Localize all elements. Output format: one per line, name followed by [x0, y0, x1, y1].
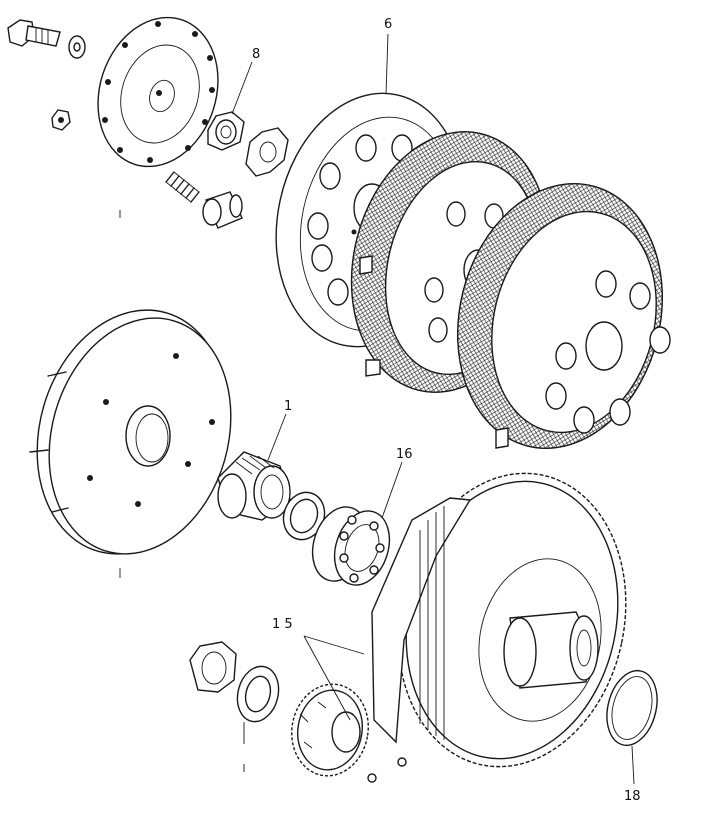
callout-part-15: 1 5: [272, 617, 293, 632]
tab-washer: [236, 665, 280, 723]
hex-nut: [207, 111, 245, 151]
bolt: [7, 19, 61, 47]
clutch-backplate: [29, 309, 232, 555]
callout-part-16: 16: [396, 447, 413, 462]
callout-part-8: 8: [252, 47, 260, 62]
clutch-basket-gear: [371, 472, 627, 768]
spring-cup: [202, 191, 243, 229]
callout-part-18: 18: [624, 789, 641, 804]
bolt-washer: [68, 35, 86, 59]
lock-washer: [245, 127, 289, 177]
circlip: [606, 669, 658, 747]
pressure-plate: [97, 16, 219, 168]
small-ball: [367, 757, 407, 783]
large-hex-nut: [189, 641, 237, 693]
leader-lines: [119, 33, 635, 785]
thrust-washer: [282, 491, 326, 541]
ball-bearing: [311, 506, 391, 586]
drive-pinion-gear: [291, 683, 369, 777]
needle-roller-bearing: [217, 451, 291, 521]
callout-part-1: 1: [284, 399, 292, 414]
small-nut: [51, 109, 71, 131]
callout-part-6: 6: [384, 17, 392, 32]
clutch-spring: [165, 171, 200, 203]
friction-plate-2: [456, 183, 671, 449]
